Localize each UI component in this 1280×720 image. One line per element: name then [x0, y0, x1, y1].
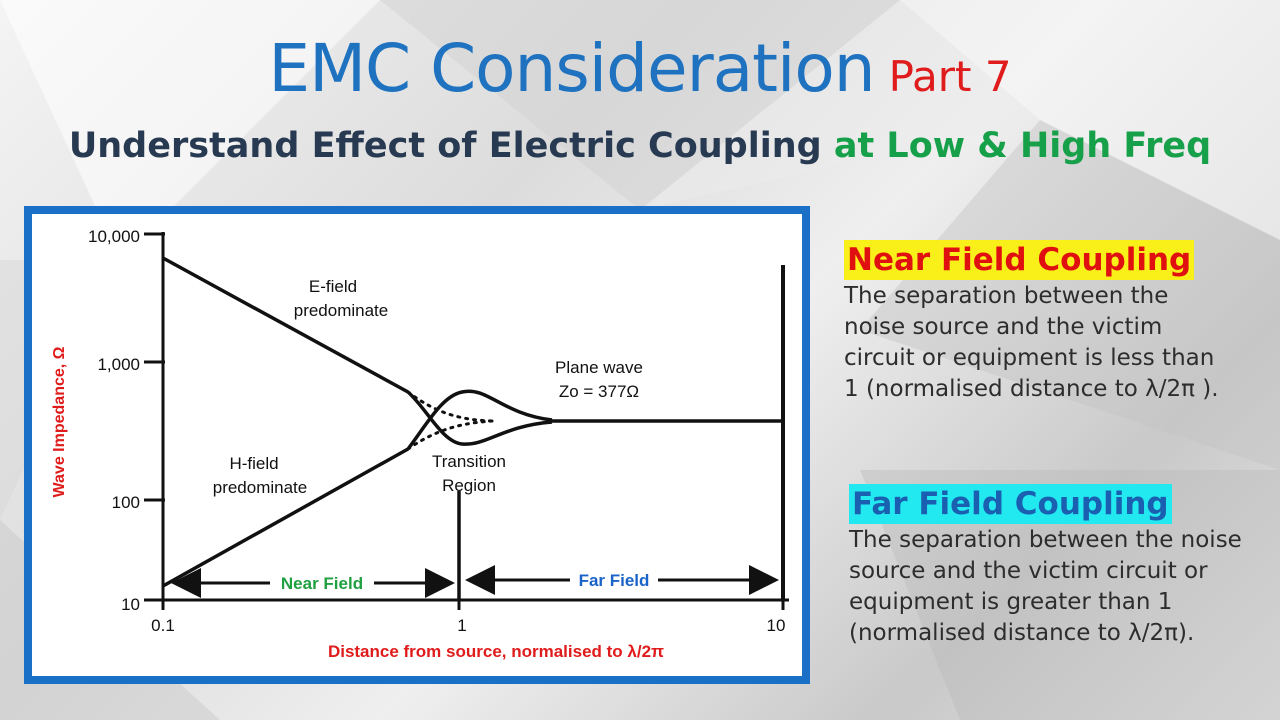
near-field-description: The separation between the noise source …	[844, 281, 1264, 405]
y-tick-label: 100	[112, 493, 140, 512]
far-field-line: equipment is greater than 1	[849, 589, 1173, 615]
wave-impedance-diagram: 10,000 1,000 100 10 0.1 1 10 Wave Impeda…	[24, 206, 810, 684]
e-field-curve	[162, 256, 409, 394]
transition-lower-curve	[406, 390, 553, 446]
h-field-label: predominate	[213, 478, 308, 497]
near-field-line: The separation between the	[844, 283, 1169, 309]
far-field-heading: Far Field Coupling	[849, 484, 1172, 524]
h-field-curve	[162, 447, 409, 588]
far-field-line: source and the victim circuit or	[849, 558, 1208, 584]
diagram-canvas: 10,000 1,000 100 10 0.1 1 10 Wave Impeda…	[51, 227, 789, 661]
near-field-line: 1 (normalised distance to λ/2π ).	[844, 376, 1219, 402]
subtitle-line: Understand Effect of Electric Coupling a…	[0, 126, 1280, 166]
near-field-heading: Near Field Coupling	[844, 240, 1195, 280]
transition-region-label: Transition	[432, 452, 506, 471]
plane-wave-label: Zo = 377Ω	[559, 382, 639, 401]
y-tick-label: 1,000	[97, 355, 140, 374]
transition-region-label: Region	[442, 476, 496, 495]
title-line: EMC Consideration Part 7	[0, 30, 1280, 107]
x-axis-title: Distance from source, normalised to λ/2π	[328, 642, 664, 661]
near-field-section: Near Field Coupling The separation betwe…	[844, 240, 1264, 405]
y-tick-label: 10,000	[88, 227, 140, 246]
near-field-line: noise source and the victim	[844, 314, 1163, 340]
x-tick-label: 1	[457, 616, 466, 635]
far-field-label: Far Field	[579, 571, 650, 590]
h-field-dotted-extension	[406, 419, 494, 451]
y-axis-title: Wave Impedance, Ω	[51, 346, 68, 497]
plane-wave-label: Plane wave	[555, 358, 643, 377]
h-field-label: H-field	[229, 454, 278, 473]
subtitle-highlight: at Low & High Freq	[833, 126, 1212, 166]
x-tick-label: 10	[767, 616, 786, 635]
transition-upper-curve	[406, 389, 553, 451]
slide-title-part: Part 7	[888, 52, 1012, 101]
far-field-section: Far Field Coupling The separation betwee…	[849, 484, 1274, 649]
far-field-line: The separation between the noise	[849, 527, 1242, 553]
far-field-line: (normalised distance to λ/2π).	[849, 620, 1195, 646]
y-tick-label: 10	[121, 595, 140, 614]
e-field-label: E-field	[309, 277, 357, 296]
slide-title: EMC Consideration	[268, 30, 875, 107]
x-tick-label: 0.1	[151, 616, 175, 635]
subtitle-main: Understand Effect of Electric Coupling	[68, 126, 822, 166]
far-field-description: The separation between the noise source …	[849, 525, 1274, 649]
near-field-line: circuit or equipment is less than	[844, 345, 1215, 371]
e-field-label: predominate	[294, 301, 389, 320]
near-field-label: Near Field	[281, 574, 363, 593]
